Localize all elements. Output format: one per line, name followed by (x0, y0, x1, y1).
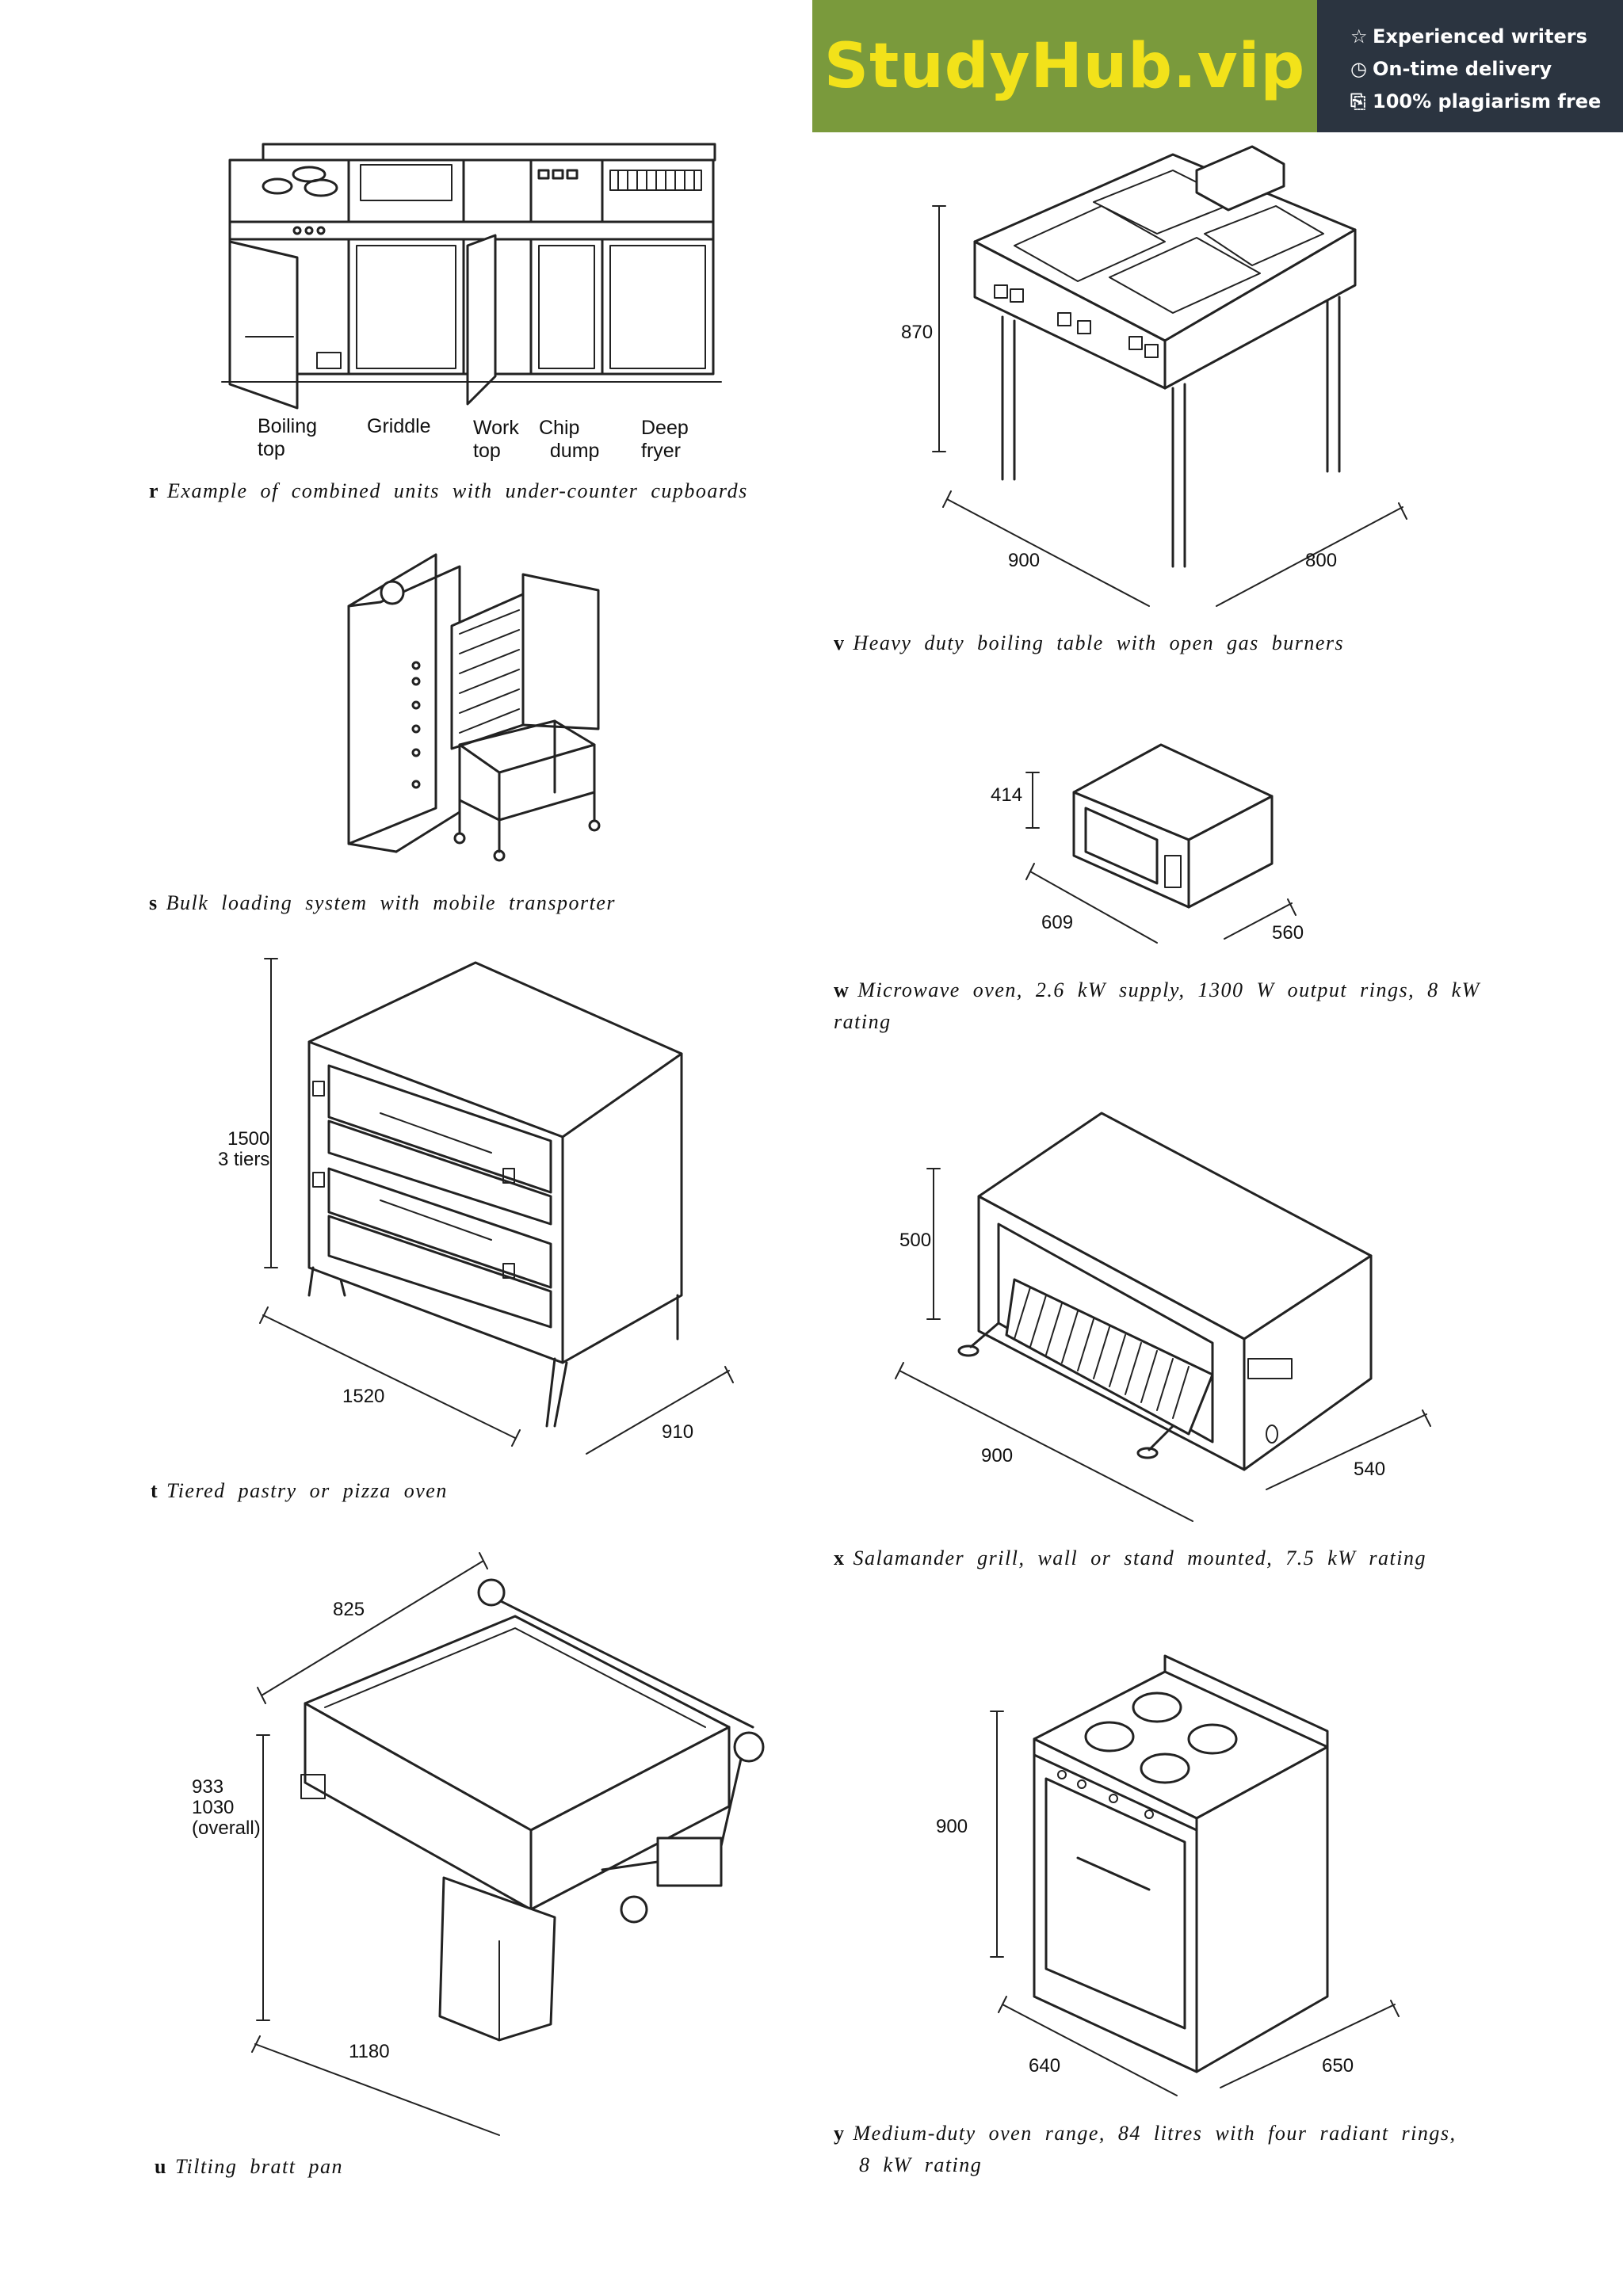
dim-w-width: 609 (1041, 912, 1074, 933)
label-chip-dump: Chip dump (539, 417, 600, 462)
brand-logo[interactable]: StudyHub.vip (812, 0, 1317, 132)
dim-w-depth: 560 (1272, 922, 1304, 944)
pastry-oven-drawing (259, 958, 734, 1455)
dim-u-depth: 825 (333, 1599, 365, 1620)
perk-item: ◷On-time delivery (1350, 53, 1623, 86)
salamander-grill-drawing (895, 1112, 1431, 1522)
dim-v-depth: 800 (1305, 550, 1338, 571)
oven-range-drawing (990, 1654, 1400, 2096)
clock-icon: ◷ (1350, 58, 1367, 80)
perks-panel: ☆Experienced writers ◷On-time delivery ⎘… (1317, 0, 1623, 132)
perk-item: ☆Experienced writers (1350, 21, 1623, 53)
bulk-loading-drawing (347, 553, 601, 862)
studyhub-banner[interactable]: StudyHub.vip ☆Experienced writers ◷On-ti… (812, 0, 1623, 132)
dim-x-depth: 540 (1354, 1459, 1386, 1480)
dim-u-width: 1180 (349, 2041, 390, 2062)
label-griddle: Griddle (367, 415, 431, 437)
combined-units-drawing (221, 143, 722, 410)
bratt-pan-drawing (251, 1552, 765, 2136)
dim-t-depth: 910 (662, 1421, 694, 1443)
microwave-drawing (1025, 743, 1296, 944)
dim-t-width: 1520 (342, 1386, 385, 1407)
dim-y-depth: 650 (1322, 2055, 1354, 2077)
document-icon: ⎘ (1350, 90, 1366, 113)
dim-x-height: 500 (899, 1230, 932, 1251)
boiling-table-drawing (932, 145, 1407, 607)
perk-item: ⎘100% plagiarism free (1350, 86, 1623, 118)
dim-v-height: 870 (901, 322, 934, 343)
star-icon: ☆ (1350, 25, 1368, 48)
dim-y-width: 640 (1029, 2055, 1061, 2077)
dim-w-height: 414 (991, 784, 1023, 806)
dim-x-width: 900 (981, 1445, 1014, 1466)
dim-v-width: 900 (1008, 550, 1041, 571)
dim-y-height: 900 (936, 1816, 968, 1837)
